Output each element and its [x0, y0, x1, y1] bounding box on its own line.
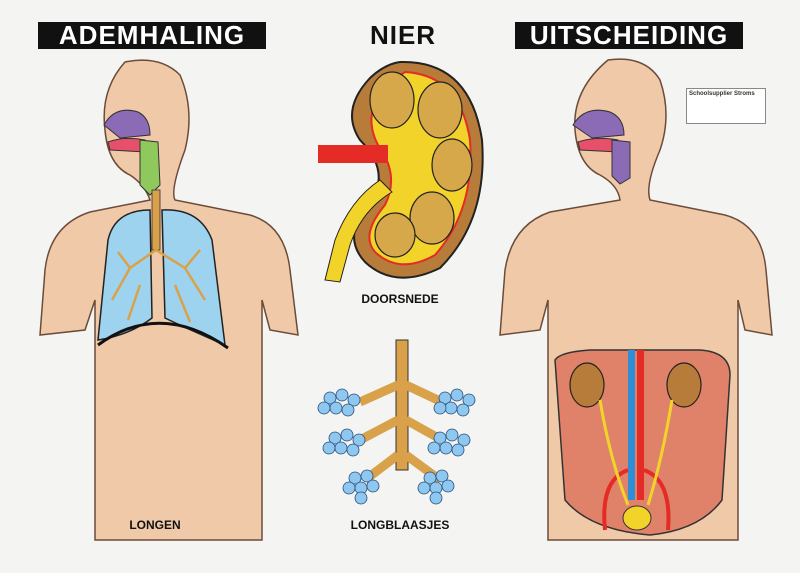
caption-longen: LONGEN — [129, 518, 181, 532]
caption-doorsnede: DOORSNEDE — [361, 292, 439, 306]
publisher-stamp: Schoolsupplier Stroms — [686, 88, 766, 124]
excretion-torso-illustration — [499, 58, 773, 541]
publisher-name: Schoolsupplier Stroms — [689, 91, 755, 97]
kidney-cross-section — [318, 60, 484, 283]
heading-uitscheiding: UITSCHEIDING — [515, 22, 743, 49]
caption-longblaasjes: LONGBLAASJES — [350, 518, 450, 532]
heading-nier: NIER — [369, 20, 437, 50]
alveoli-illustration — [317, 339, 476, 505]
respiration-torso-illustration — [39, 59, 299, 541]
heading-ademhaling: ADEMHALING — [38, 22, 266, 49]
